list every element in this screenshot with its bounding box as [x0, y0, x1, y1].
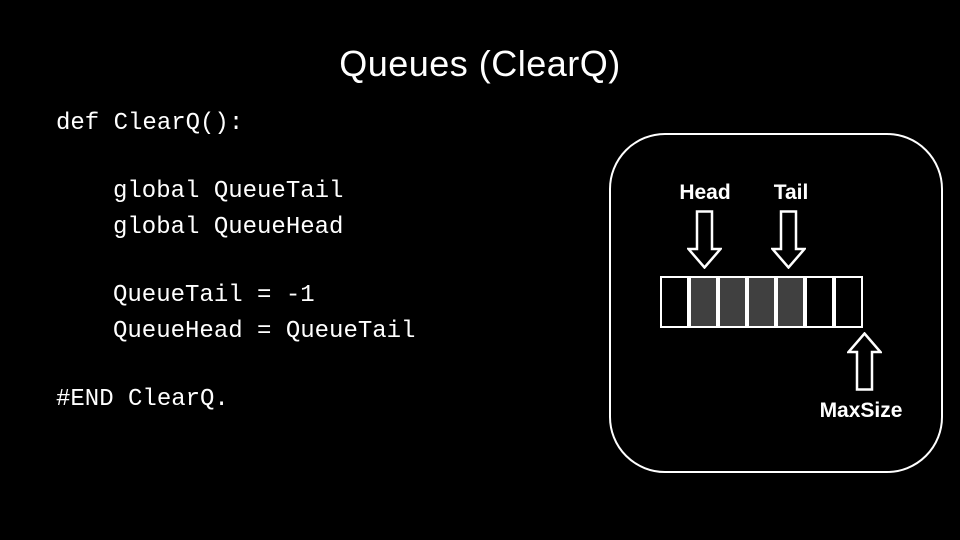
code-line-global-head: global QueueHead	[113, 214, 344, 241]
queue-cell-6	[834, 276, 863, 328]
maxsize-arrow-up-icon	[847, 332, 882, 391]
code-line-def: def ClearQ():	[56, 110, 244, 137]
queue-cell-4	[776, 276, 805, 328]
code-line-global-tail: global QueueTail	[113, 178, 344, 205]
head-label: Head	[679, 181, 731, 204]
code-line-end: #END ClearQ.	[56, 386, 229, 413]
code-line-head-assign: QueueHead = QueueTail	[113, 318, 416, 345]
queue-cell-3	[747, 276, 776, 328]
code-block: def ClearQ(): global QueueTail global Qu…	[56, 106, 415, 418]
tail-label: Tail	[773, 181, 809, 204]
code-line-tail-assign: QueueTail = -1	[113, 282, 315, 309]
tail-arrow-down-icon	[771, 210, 806, 269]
maxsize-label: MaxSize	[819, 399, 903, 422]
queue-cell-1	[689, 276, 718, 328]
queue-array	[660, 276, 863, 328]
queue-cell-0	[660, 276, 689, 328]
head-arrow-down-icon	[687, 210, 722, 269]
queue-cell-5	[805, 276, 834, 328]
slide-title: Queues (ClearQ)	[339, 43, 621, 84]
queue-diagram-panel: Head Tail MaxSize	[609, 133, 943, 473]
queue-cell-2	[718, 276, 747, 328]
